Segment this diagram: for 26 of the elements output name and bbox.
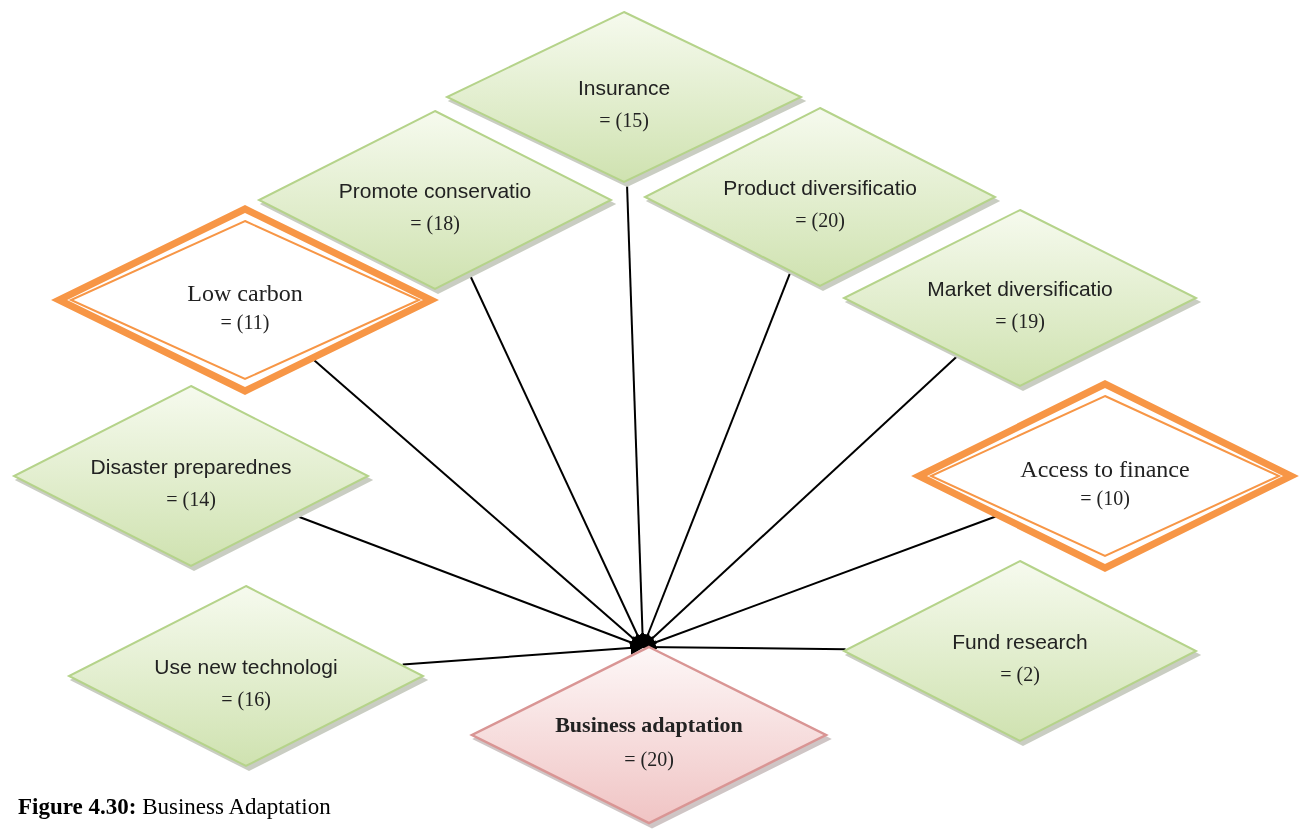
node-label: Disaster preparednes [90,454,292,480]
node-label: Promote conservatio [338,177,532,204]
arrow [401,640,645,666]
node-label: Fund research [952,629,1088,655]
node-label: Market diversificatio [927,275,1113,302]
diamond-node [840,557,1200,745]
node-value: = (16) [221,688,271,711]
node-label: Low carbon [187,279,303,309]
node-value: = (15) [599,109,649,131]
node-value: = (11) [220,311,270,334]
central-diamond-node [468,643,830,827]
node-value: = (18) [410,212,460,235]
diamond-node [65,582,427,770]
node-value: = (20) [795,209,845,232]
node-value: = (10) [1080,487,1130,510]
node-value: = (2) [1000,663,1040,686]
node-value: = (20) [624,747,674,770]
node-label: Insurance [577,74,671,101]
node-label: Product diversificatio [723,174,917,201]
node-value: = (14) [166,488,216,511]
node-label: Business adaptation [555,711,743,740]
node-value: = (19) [995,310,1045,333]
figure-caption: Figure 4.30: Business Adaptation [18,794,331,820]
diamond-node [10,382,372,570]
node-label: Use new technologi [154,654,338,680]
node-label: Access to finance [1020,455,1190,485]
